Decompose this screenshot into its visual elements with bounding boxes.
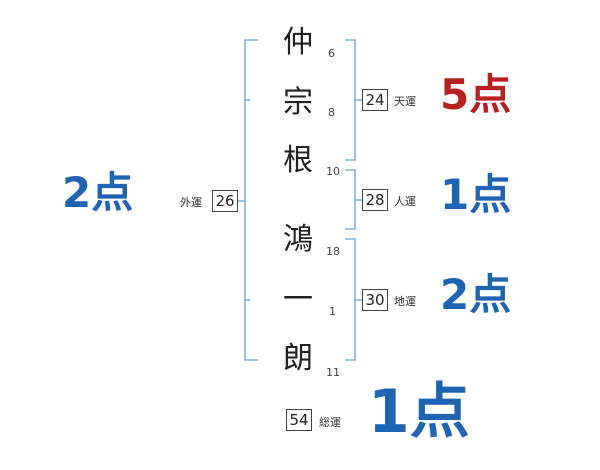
- stroke-count-2: 8: [328, 106, 335, 119]
- stroke-count-1: 6: [328, 47, 335, 60]
- jinun-label: 人運: [394, 195, 416, 208]
- jinun-bracket: [345, 169, 356, 230]
- souun-label: 総運: [319, 416, 341, 429]
- gaiun-score: 2点: [62, 168, 134, 217]
- gaiun-label: 外運: [180, 196, 202, 209]
- souun-score: 1点: [368, 377, 470, 447]
- stroke-count-3: 10: [326, 165, 340, 178]
- chiun-bracket: [345, 238, 356, 361]
- tenun-label: 天運: [394, 95, 416, 108]
- chiun-score: 2点: [440, 270, 512, 319]
- chiun-label: 地運: [394, 295, 416, 308]
- tenun-bracket: [345, 39, 356, 161]
- name-char-6: 朗: [283, 341, 313, 376]
- name-char-1: 仲: [283, 25, 313, 60]
- name-char-2: 宗: [283, 85, 313, 120]
- tenun-value-box: 24: [362, 89, 388, 111]
- tenun-score: 5点: [440, 70, 512, 119]
- stroke-count-4: 18: [326, 245, 340, 258]
- name-char-5: 一: [283, 282, 313, 317]
- left-bracket: [244, 39, 258, 361]
- jinun-value-box: 28: [362, 189, 388, 211]
- chiun-value-box: 30: [362, 289, 388, 311]
- stroke-count-5: 1: [329, 305, 336, 318]
- stroke-count-6: 11: [326, 366, 340, 379]
- jinun-score: 1点: [440, 170, 512, 219]
- souun-value-box: 54: [286, 409, 312, 431]
- name-char-3: 根: [283, 143, 313, 178]
- name-char-4: 鴻: [283, 222, 313, 257]
- gaiun-value-box: 26: [212, 190, 238, 212]
